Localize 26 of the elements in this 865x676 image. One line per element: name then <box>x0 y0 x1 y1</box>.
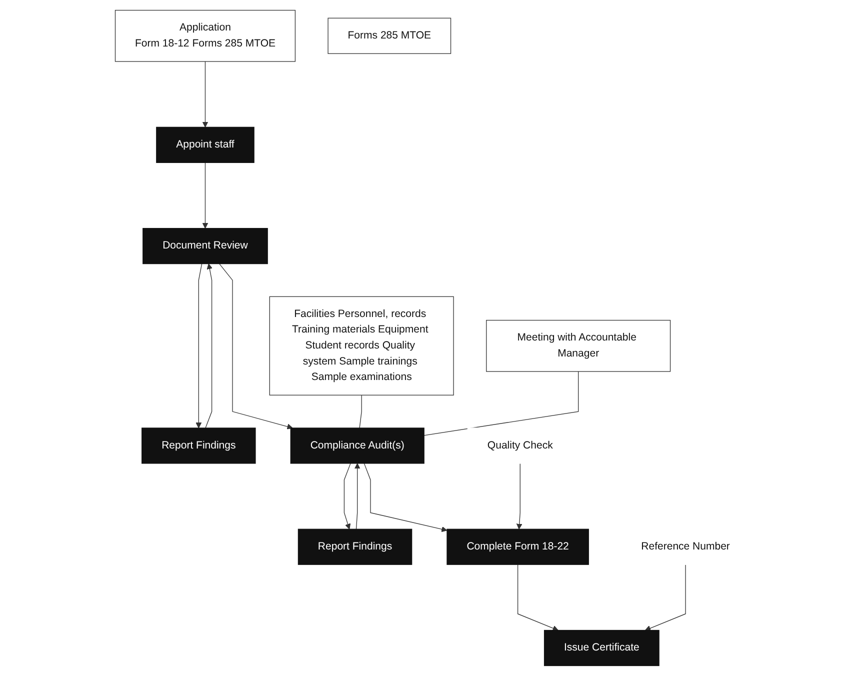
arrow <box>205 264 213 428</box>
node-box: Meeting with Accountable Manager <box>486 320 671 372</box>
node-box: Compliance Audit(s) <box>290 428 424 464</box>
node-box: Application Form 18-12 Forms 285 MTOE <box>114 10 296 62</box>
node-box: Forms 285 MTOE <box>328 18 452 54</box>
node-text: Reference Number <box>641 540 730 552</box>
node-box: Report Findings <box>142 428 256 464</box>
arrow <box>219 263 293 430</box>
node-box: Report Findings <box>298 528 412 565</box>
node-box: Complete Form 18-22 <box>446 528 589 565</box>
node-text: Quality Check <box>487 440 553 451</box>
connector <box>359 394 362 428</box>
arrow <box>364 463 448 532</box>
node-box: Document Review <box>142 228 268 264</box>
node-box: Issue Certificate <box>544 630 660 666</box>
connector <box>424 371 579 436</box>
node-box: Facilities Personnel, records Training materials Equipment Student records Quality system Sample trainings Sample examinations <box>269 296 454 396</box>
arrow <box>196 263 202 428</box>
arrow <box>202 61 208 128</box>
node-box: Appoint staff <box>156 126 254 163</box>
arrow <box>516 463 522 530</box>
arrow <box>202 162 208 229</box>
arrow <box>645 564 686 631</box>
arrow <box>344 463 351 530</box>
arrow <box>518 564 558 631</box>
arrow <box>354 463 360 530</box>
